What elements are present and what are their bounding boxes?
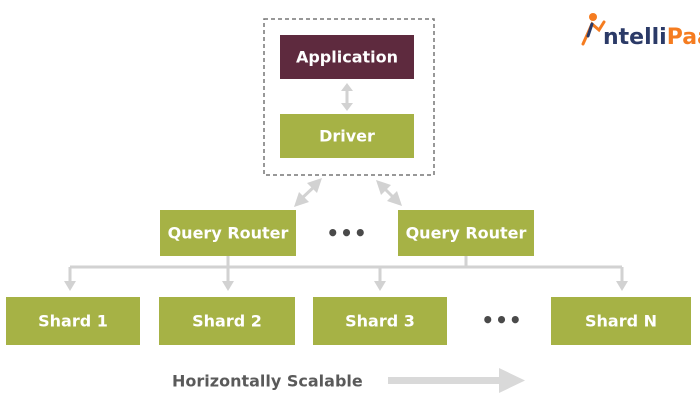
driver-router-right-connector (376, 180, 402, 206)
horizontally-scalable-label: Horizontally Scalable (172, 372, 363, 391)
right-arrow-icon (388, 368, 525, 393)
logo-text-part1: ntelli (603, 25, 667, 50)
router-ellipsis: ••• (326, 221, 367, 245)
shard-bus-connector (64, 256, 628, 291)
shard-1-label: Shard 1 (38, 312, 108, 331)
logo-text-part2: Paat (667, 25, 700, 50)
intellipaat-logo: ntelliPaat (581, 13, 700, 50)
driver-label: Driver (319, 127, 375, 146)
shard-3: Shard 3 (313, 297, 447, 345)
query-router-2-label: Query Router (406, 224, 527, 243)
person-leaping-logo-icon (581, 13, 606, 46)
shard-2: Shard 2 (159, 297, 295, 345)
driver-router-left-connector (294, 178, 322, 207)
logo-text: ntelliPaat (603, 25, 700, 50)
app-driver-connector (341, 83, 353, 111)
shard-n: Shard N (551, 297, 691, 345)
shard-2-label: Shard 2 (192, 312, 262, 331)
shard-ellipsis: ••• (481, 308, 522, 332)
query-router-1-label: Query Router (168, 224, 289, 243)
query-router-1: Query Router (160, 210, 296, 256)
application-node: Application (280, 35, 414, 79)
shard-n-label: Shard N (585, 312, 657, 331)
application-label: Application (296, 48, 398, 67)
shard-3-label: Shard 3 (345, 312, 415, 331)
driver-node: Driver (280, 114, 414, 158)
query-router-2: Query Router (398, 210, 534, 256)
client-group-boundary (263, 18, 435, 176)
shard-1: Shard 1 (6, 297, 140, 345)
